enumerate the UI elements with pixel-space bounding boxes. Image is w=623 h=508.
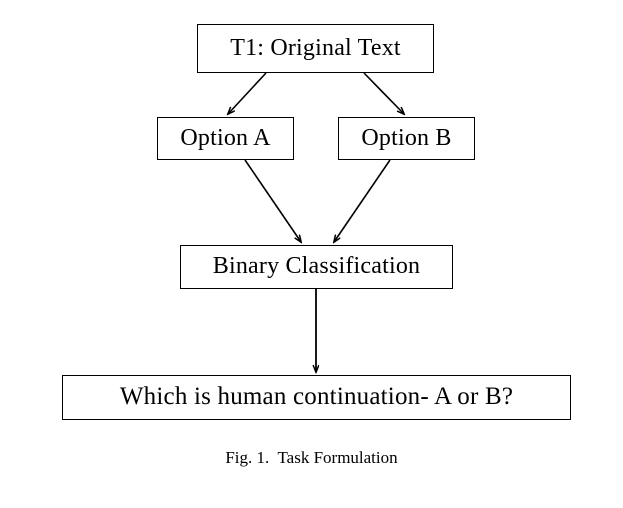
node-question-label: Which is human continuation- A or B? xyxy=(119,383,514,410)
node-original-text-label: T1: Original Text xyxy=(230,34,401,61)
node-original-text: T1: Original Text xyxy=(197,24,434,73)
node-binary-classification-label: Binary Classification xyxy=(212,253,421,279)
node-option-a-label: Option A xyxy=(180,124,271,151)
figure-caption: Fig. 1. Task Formulation xyxy=(225,448,398,467)
node-question: Which is human continuation- A or B? xyxy=(62,375,571,420)
node-binary-classification: Binary Classification xyxy=(180,245,453,289)
edge-original-text-to-option-a xyxy=(228,72,267,114)
node-option-b-label: Option B xyxy=(361,124,452,151)
node-option-a: Option A xyxy=(157,117,294,160)
node-option-b: Option B xyxy=(338,117,475,160)
edge-original-text-to-option-b xyxy=(363,72,404,114)
edge-option-b-to-binary-classification xyxy=(334,159,391,242)
edge-option-a-to-binary-classification xyxy=(244,159,301,242)
